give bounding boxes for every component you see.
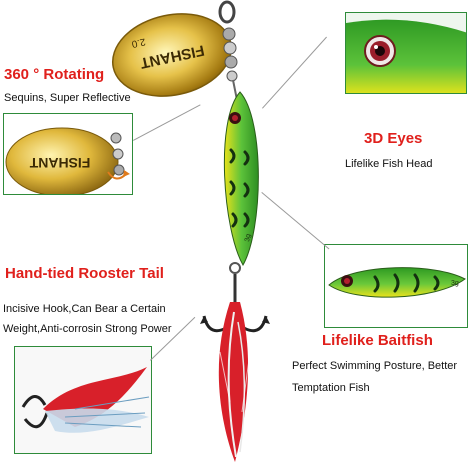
swivel-chain [205, 0, 255, 101]
rotating-title: 360 ° Rotating [4, 66, 105, 83]
eyes-title: 3D Eyes [364, 130, 423, 147]
blade-closeup-inset: FISHANT [3, 113, 133, 195]
baitfish-caption-line2: Temptation Fish [292, 382, 370, 394]
blade-size: 2.0 [130, 36, 146, 50]
leader-line-eye [262, 36, 327, 109]
tail-caption-line1: Incisive Hook,Can Bear a Certain [3, 303, 166, 315]
baitfish-title: Lifelike Baitfish [322, 332, 433, 349]
spinner-blade-top: FISHANT 2.0 [108, 0, 248, 100]
baitfish-closeup-inset: 3g [324, 244, 468, 328]
baitfish-marking: 3g [451, 280, 459, 287]
eyes-caption: Lifelike Fish Head [345, 158, 433, 170]
baitfish-caption-line1: Perfect Swimming Posture, Better [292, 360, 458, 372]
leader-line-blade [133, 104, 201, 141]
feather-closeup-inset [14, 346, 152, 454]
hook-and-feather [190, 262, 280, 467]
tail-caption-line2: Weight,Anti-corrosin Strong Power [3, 323, 172, 335]
body-marking: 3g [244, 233, 252, 242]
rotating-caption: Sequins, Super Reflective [4, 92, 131, 104]
inset-blade-engraving: FISHANT [29, 155, 90, 171]
lure-body: 3g [205, 90, 275, 270]
tail-title: Hand-tied Rooster Tail [5, 265, 164, 282]
eye-closeup-inset [345, 12, 467, 94]
